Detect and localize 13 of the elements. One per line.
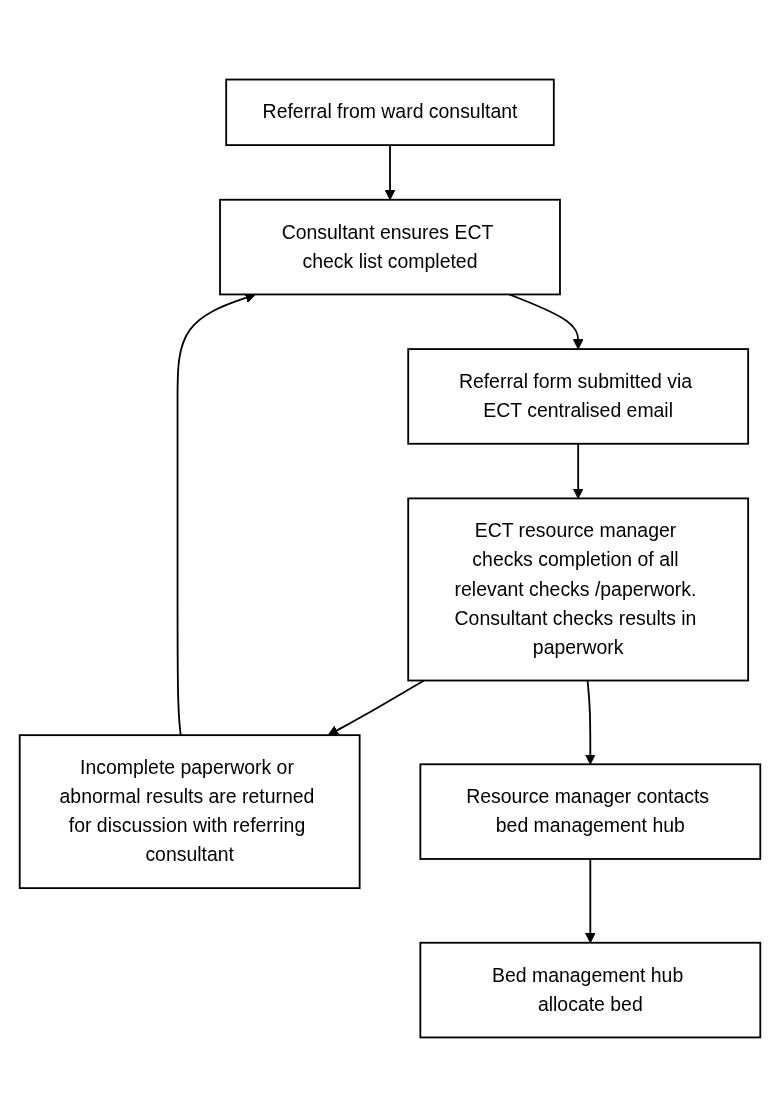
node-box: Referral form submitted via ECT centralised email (407, 348, 750, 445)
node-box: Resource manager contacts bed management hub (419, 763, 762, 860)
arrow (572, 442, 584, 499)
node-box: Bed management hub allocate bed (419, 941, 762, 1039)
arrow (508, 293, 584, 350)
node-box: Incomplete paperwork or abnormal results are returned for discussion with referring consultant (18, 734, 361, 890)
arrow (327, 679, 425, 736)
arrow (585, 858, 596, 944)
arrow (384, 144, 396, 201)
node-box: ECT resource manager checks completion of all relevant checks /paperwork. Consultant checks results in paperwork (407, 497, 750, 682)
node-box: Consultant ensures ECT check list completed (219, 198, 561, 296)
arrow (585, 679, 596, 765)
node-box: Referral from ward consultant (225, 78, 555, 146)
